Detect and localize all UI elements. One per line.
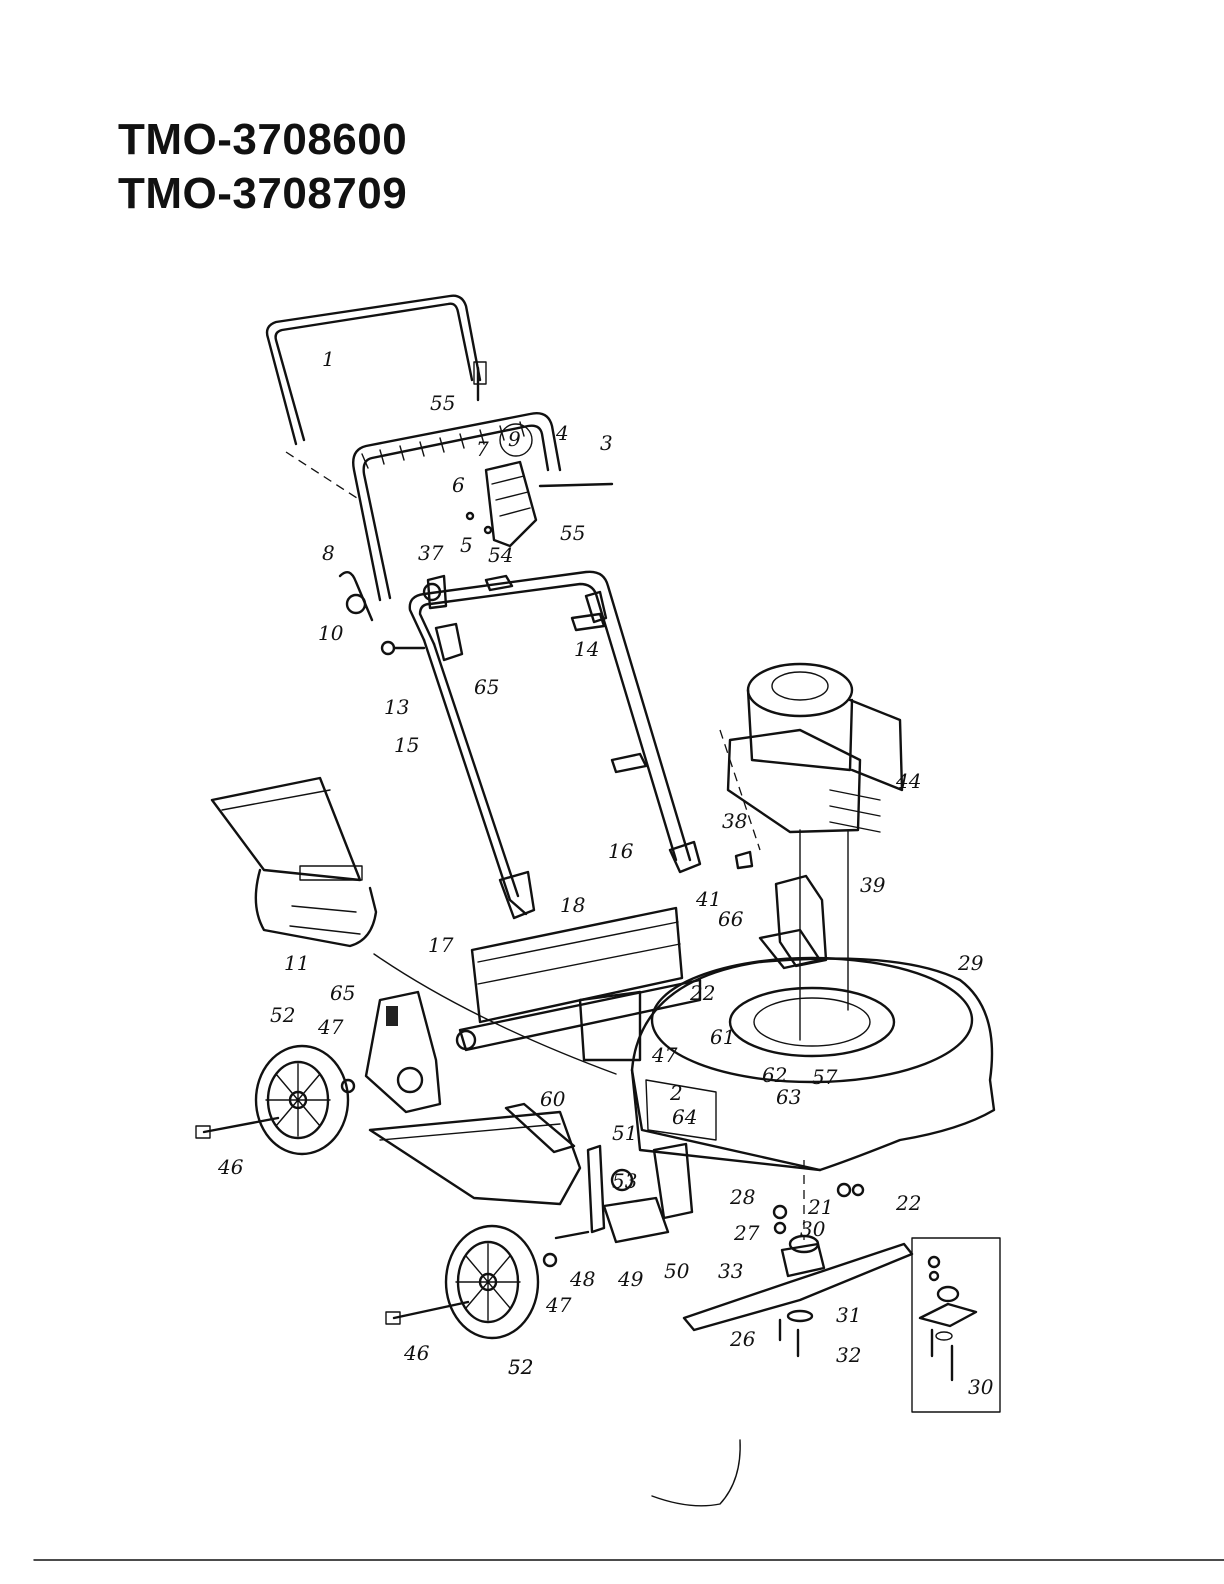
callout: 5 [460,533,473,557]
callout: 13 [384,695,409,719]
callout: 37 [418,541,444,565]
adapter-detail-inset [911,1237,1001,1413]
front-wheel [385,1224,558,1340]
rear-deflector [210,776,378,948]
callout: 31 [836,1303,861,1327]
callout: 65 [474,675,499,699]
callout: 62 [762,1063,787,1087]
callout: 52 [508,1355,533,1379]
callout: 55 [430,391,455,415]
height-adjuster-65 [364,990,442,1114]
callout: 52 [270,1003,295,1027]
callout: 61 [710,1025,735,1049]
callout: 49 [617,1267,644,1291]
callout: 57 [812,1065,838,1089]
middle-handle [352,412,562,602]
callout: 41 [695,887,721,911]
callout: 21 [807,1195,833,1219]
callout: 15 [394,733,419,757]
callout: 14 [574,637,599,661]
callout: 22 [689,981,715,1005]
callout: 50 [664,1259,690,1283]
callout: 46 [217,1155,244,1179]
callout: 30 [800,1217,826,1241]
callout: 47 [651,1043,678,1067]
model-number-1: TMO-3708600 [118,115,408,164]
callout: 1 [322,347,335,371]
callout: 55 [560,521,585,545]
callout: 46 [403,1341,430,1365]
callout: 10 [318,621,344,645]
callout: 22 [895,1191,921,1215]
callout: 6 [452,473,465,497]
callout: 16 [608,839,634,863]
scan-mark [651,1439,741,1507]
callout: 47 [545,1293,572,1317]
callout: 51 [612,1121,637,1145]
callout: 52 [508,1355,533,1379]
callout: 26 [729,1327,756,1351]
callout: 39 [860,873,886,897]
engine [719,662,904,1041]
callout: 9 [508,427,521,451]
callout: 8 [322,541,335,565]
callout: 38 [722,809,747,833]
control-box [465,361,614,548]
callout: 29 [957,951,984,975]
handle-knobs [338,570,648,774]
callout: 48 [569,1267,595,1291]
model-number-2: TMO-3708709 [118,169,408,218]
height-adjuster-66 [758,874,828,970]
discharge-door [368,1102,582,1206]
callout: 18 [560,893,585,917]
callout: 17 [428,933,454,957]
callout: 33 [718,1259,743,1283]
callout: 27 [733,1221,760,1245]
callout: 7 [476,437,489,461]
callout: 53 [612,1169,637,1193]
callout: 11 [284,951,309,975]
callout: 63 [776,1085,801,1109]
lower-handle [408,570,702,920]
callout: 54 [488,543,513,567]
callout: 64 [672,1105,697,1129]
rear-wheel [195,1044,356,1156]
front-height-bracket [554,1142,694,1244]
callout: 44 [895,769,921,793]
callout: 60 [540,1087,566,1111]
callout: 4 [555,421,569,445]
callout: 2 [669,1081,683,1105]
callout: 66 [718,907,744,931]
callout-labels: 1 55 9 7 4 3 6 5 54 55 8 37 10 13 65 14 … [217,347,994,1399]
control-cable [373,953,617,1075]
handle-brace [455,906,702,1052]
callout: 3 [600,431,613,455]
mower-deck [578,956,996,1172]
callout: 32 [836,1343,861,1367]
upper-handle [265,294,482,501]
callout: 28 [729,1185,755,1209]
callout: 65 [330,981,355,1005]
callout: 47 [317,1015,344,1039]
blade-assembly [682,1160,914,1358]
callout: 30 [968,1375,994,1399]
